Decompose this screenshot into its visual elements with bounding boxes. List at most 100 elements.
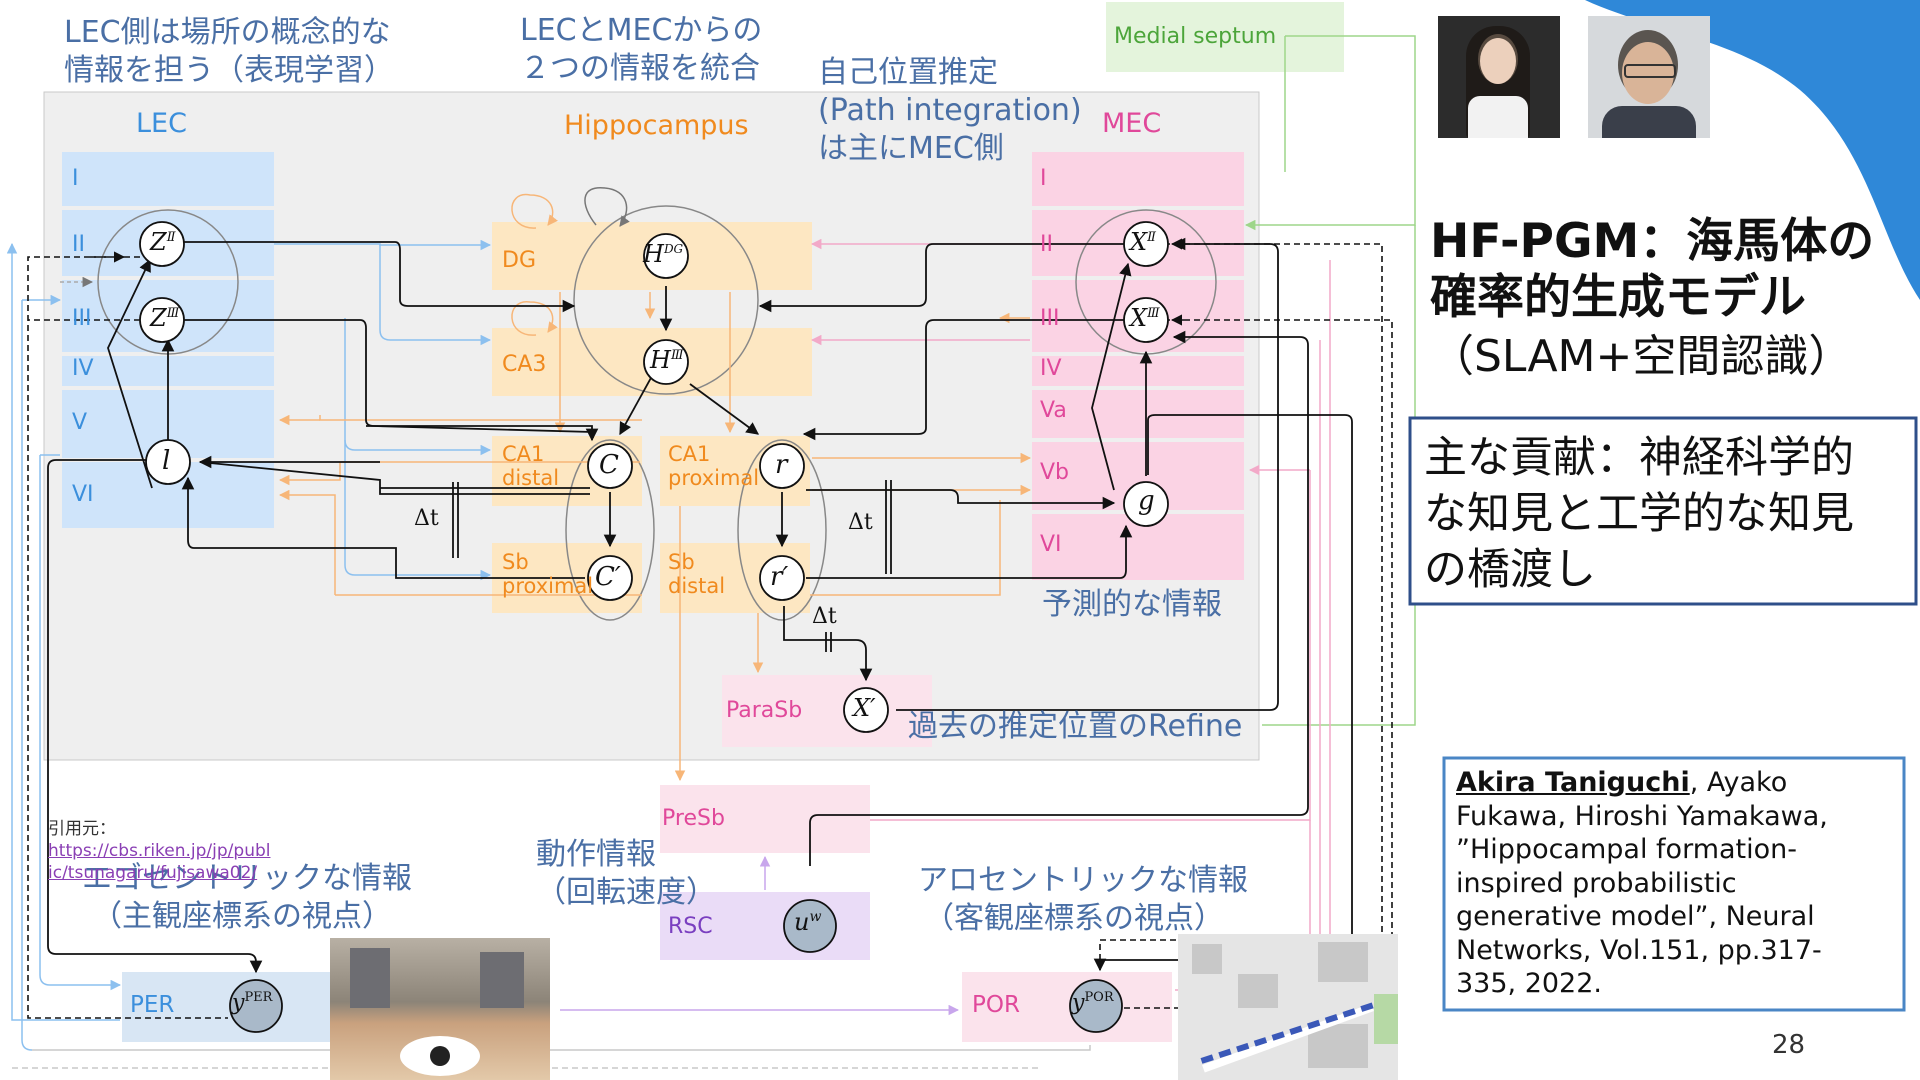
integrate-note-line2: ２つの情報を統合	[520, 51, 760, 86]
por-label: POR	[972, 992, 1020, 1018]
node-h3: HⅢ	[650, 346, 684, 374]
per-label: PER	[130, 992, 175, 1018]
node-z3: ZⅢ	[150, 304, 180, 332]
node-r: r	[775, 450, 788, 480]
node-g: g	[1138, 486, 1155, 516]
hippocampus-label: Hippocampus	[564, 110, 749, 141]
ca1-proximal-label-line2: proximal	[668, 466, 760, 490]
page-number: 28	[1772, 1030, 1806, 1060]
ca3-label: CA3	[502, 352, 547, 377]
mec-layer-1: I	[1040, 166, 1047, 191]
rsc-label: RSC	[668, 914, 713, 939]
allocentric-note-line2: （客観座標系の視点）	[924, 901, 1224, 936]
lec-note-line1: LEC側は場所の概念的な	[64, 15, 391, 50]
citation-link-line2[interactable]: ic/tsunagaru/fujisawa02/	[48, 863, 258, 883]
node-l: l	[162, 446, 171, 476]
reference-box	[1442, 756, 1906, 1012]
medial-septum-label: Medial septum	[1114, 24, 1277, 49]
ca1-distal-label-line2: distal	[502, 466, 560, 490]
predictive-note: 予測的な情報	[1042, 587, 1222, 622]
contribution-box	[1408, 416, 1918, 606]
slide-title-line3: （SLAM+空間認識）	[1430, 331, 1853, 382]
reference-line3: ”Hippocampal formation-	[1456, 834, 1798, 865]
node-hdg: HDG	[643, 240, 684, 268]
egocentric-note-line2: （主観座標系の視点）	[92, 899, 392, 934]
main-connections	[47, 237, 1353, 974]
delta-t-bottom: Δt	[812, 604, 837, 629]
graph-nodes	[139, 221, 1169, 733]
sb-distal-label-line1: Sb	[668, 550, 695, 574]
por-box	[962, 972, 1172, 1042]
node-z2: ZⅡ	[150, 228, 176, 256]
presb-box	[660, 785, 870, 853]
motion-note-line1: 動作情報	[536, 837, 656, 872]
egocentric-scene-image	[330, 938, 550, 1080]
author-photo-2	[1588, 16, 1710, 138]
lec-layer-5: V	[72, 410, 88, 435]
reference-line5: generative model”, Neural	[1456, 901, 1815, 932]
sb-distal-label-line2: distal	[668, 574, 726, 598]
reference-coauthor: , Ayako	[1689, 767, 1788, 798]
dg-label: DG	[502, 248, 536, 273]
allocentric-map-image	[1178, 934, 1398, 1080]
self-loops	[511, 187, 656, 336]
node-yper: yPER	[232, 990, 273, 1016]
reference-line4: inspired probabilistic	[1456, 867, 1737, 899]
citation-label: 引用元：	[48, 819, 116, 839]
lec-layer-4: IV	[72, 356, 94, 381]
contribution-line2: な知見と工学的な知見	[1424, 489, 1854, 539]
node-x-prime: X′	[853, 694, 876, 722]
lec-note-line2: 情報を担う（表現学習）	[64, 53, 394, 88]
author-photo-1	[1438, 16, 1560, 138]
delta-t-left: Δt	[414, 506, 439, 531]
path-note-line2: (Path integration)	[818, 93, 1082, 128]
presb-label: PreSb	[662, 806, 725, 831]
lec-layer-6: VI	[72, 482, 94, 507]
ca1-proximal-label-line1: CA1	[668, 442, 711, 466]
node-ypor: yPOR	[1072, 990, 1114, 1016]
observed-nodes	[229, 899, 1123, 1033]
node-x3: XⅢ	[1130, 304, 1160, 332]
mec-layer-va: Va	[1040, 398, 1067, 423]
citation-link-line1[interactable]: https://cbs.riken.jp/jp/publ	[48, 841, 271, 861]
mec-layer-4: IV	[1040, 356, 1062, 381]
mec-layer-3: III	[1040, 306, 1060, 331]
ca1-distal-label-line1: CA1	[502, 442, 545, 466]
slide-title-line2: 確率的生成モデル	[1430, 270, 1806, 325]
sb-proximal-label-line2: proximal	[502, 574, 594, 598]
reference-author: Akira Taniguchi	[1456, 767, 1690, 798]
path-note-line1: 自己位置推定	[818, 55, 998, 90]
lec-layer-1: I	[72, 166, 79, 191]
egocentric-note-line1: エゴセントリックな情報	[82, 861, 412, 896]
contribution-line1: 主な貢献：神経科学的	[1424, 433, 1854, 483]
node-uw: uw	[794, 908, 822, 936]
mec-layer-2: II	[1040, 232, 1053, 257]
medial-septum-box	[1106, 2, 1344, 72]
lec-layer-2: II	[72, 232, 85, 257]
node-r-prime: r′	[770, 562, 789, 592]
mec-layer-vb: Vb	[1040, 460, 1070, 485]
mec-layer-6: VI	[1040, 532, 1062, 557]
corner-decoration	[1585, 0, 1920, 300]
allocentric-note-line1: アロセントリックな情報	[918, 863, 1248, 898]
per-box	[122, 972, 332, 1042]
motion-note-line2: （回転速度）	[536, 875, 716, 910]
node-c-prime: C′	[595, 562, 621, 592]
refine-note: 過去の推定位置のRefine	[908, 709, 1243, 744]
reference-line6: Networks, Vol.151, pp.317-	[1456, 934, 1822, 966]
lec-label: LEC	[136, 108, 187, 139]
path-note-line3: は主にMEC側	[818, 131, 1004, 166]
node-c: C	[599, 450, 619, 480]
reference-line2: Fukawa, Hiroshi Yamakawa,	[1456, 800, 1828, 832]
parasb-box	[722, 675, 932, 747]
slide-title-line1: HF-PGM：海馬体の	[1430, 214, 1875, 269]
delta-t-right: Δt	[848, 510, 873, 535]
node-x2: XⅡ	[1130, 228, 1156, 256]
contribution-line3: の橋渡し	[1424, 545, 1596, 595]
integrate-note-line1: LECとMECからの	[520, 13, 763, 48]
reference-line7: 335, 2022.	[1456, 968, 1602, 999]
parasb-label: ParaSb	[726, 698, 803, 723]
lec-layer-3: III	[72, 306, 92, 331]
